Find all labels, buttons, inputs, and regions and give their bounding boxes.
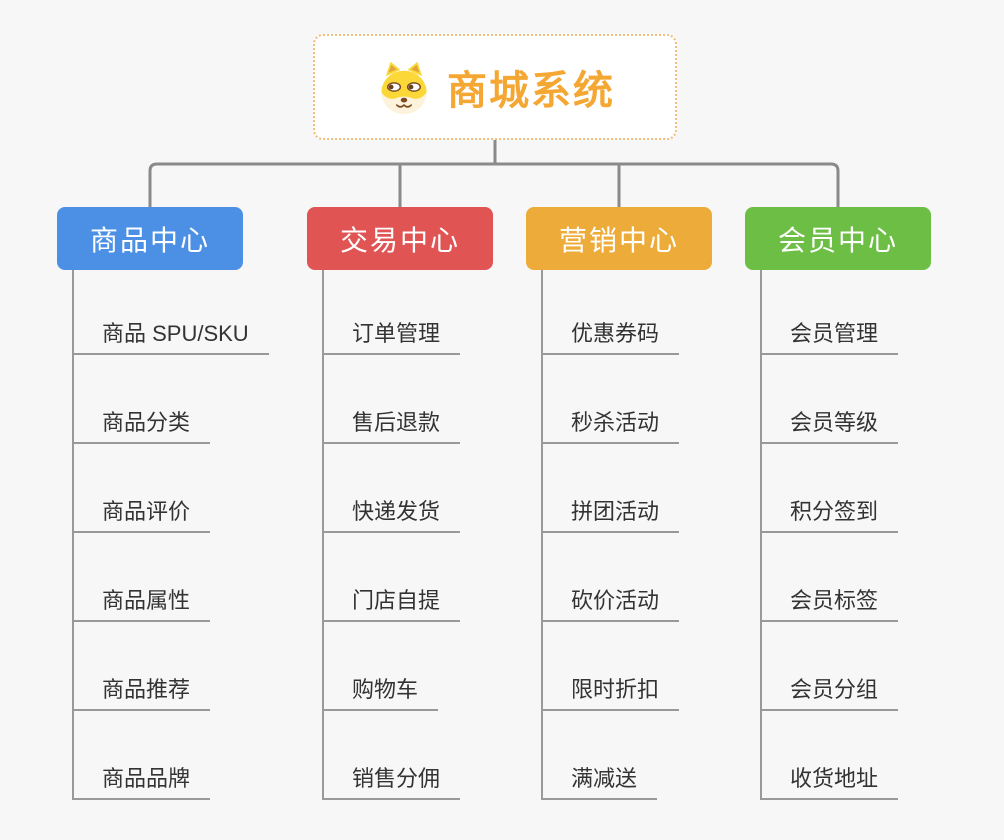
leaf-node[interactable]: 秒杀活动 <box>541 409 680 444</box>
leaf-node[interactable]: 限时折扣 <box>541 676 680 711</box>
branch-column-trade-center: 交易中心 订单管理 售后退款 快递发货 门店自提 购物车 销售分佣 <box>307 207 557 817</box>
branch-node-member-center[interactable]: 会员中心 <box>745 207 931 270</box>
branch-node-marketing-center[interactable]: 营销中心 <box>526 207 712 270</box>
leaf-node[interactable]: 会员等级 <box>760 409 899 444</box>
leaf-node[interactable]: 售后退款 <box>322 409 461 444</box>
branch-column-marketing-center: 营销中心 优惠券码 秒杀活动 拼团活动 砍价活动 限时折扣 满减送 <box>526 207 776 817</box>
branch-node-product-center[interactable]: 商品中心 <box>57 207 243 270</box>
root-node[interactable]: 商城系统 <box>313 34 677 140</box>
leaf-node[interactable]: 商品品牌 <box>72 765 211 800</box>
leaf-node[interactable]: 满减送 <box>541 765 658 800</box>
leaf-node[interactable]: 商品属性 <box>72 587 211 622</box>
leaf-node[interactable]: 拼团活动 <box>541 498 680 533</box>
leaf-node[interactable]: 商品分类 <box>72 409 211 444</box>
branch-spine <box>541 270 543 800</box>
leaf-node[interactable]: 销售分佣 <box>322 765 461 800</box>
leaf-node[interactable]: 砍价活动 <box>541 587 680 622</box>
branch-spine <box>322 270 324 800</box>
branch-column-member-center: 会员中心 会员管理 会员等级 积分签到 会员标签 会员分组 收货地址 <box>745 207 995 817</box>
dog-face-icon <box>375 59 433 115</box>
leaf-node[interactable]: 会员管理 <box>760 320 899 355</box>
leaf-node[interactable]: 快递发货 <box>322 498 461 533</box>
leaf-node[interactable]: 会员标签 <box>760 587 899 622</box>
leaf-node[interactable]: 优惠券码 <box>541 320 680 355</box>
leaf-node[interactable]: 商品评价 <box>72 498 211 533</box>
leaf-node[interactable]: 门店自提 <box>322 587 461 622</box>
branch-column-product-center: 商品中心 商品 SPU/SKU 商品分类 商品评价 商品属性 商品推荐 商品品牌 <box>57 207 307 817</box>
branch-spine <box>72 270 74 800</box>
leaf-node[interactable]: 商品推荐 <box>72 676 211 711</box>
leaf-node[interactable]: 会员分组 <box>760 676 899 711</box>
leaf-node[interactable]: 订单管理 <box>322 320 461 355</box>
leaf-node[interactable]: 积分签到 <box>760 498 899 533</box>
branch-node-trade-center[interactable]: 交易中心 <box>307 207 493 270</box>
leaf-node[interactable]: 收货地址 <box>760 765 899 800</box>
leaf-node[interactable]: 商品 SPU/SKU <box>72 320 269 355</box>
root-node-title: 商城系统 <box>447 69 615 113</box>
leaf-node[interactable]: 购物车 <box>322 676 439 711</box>
branch-spine <box>760 270 762 800</box>
